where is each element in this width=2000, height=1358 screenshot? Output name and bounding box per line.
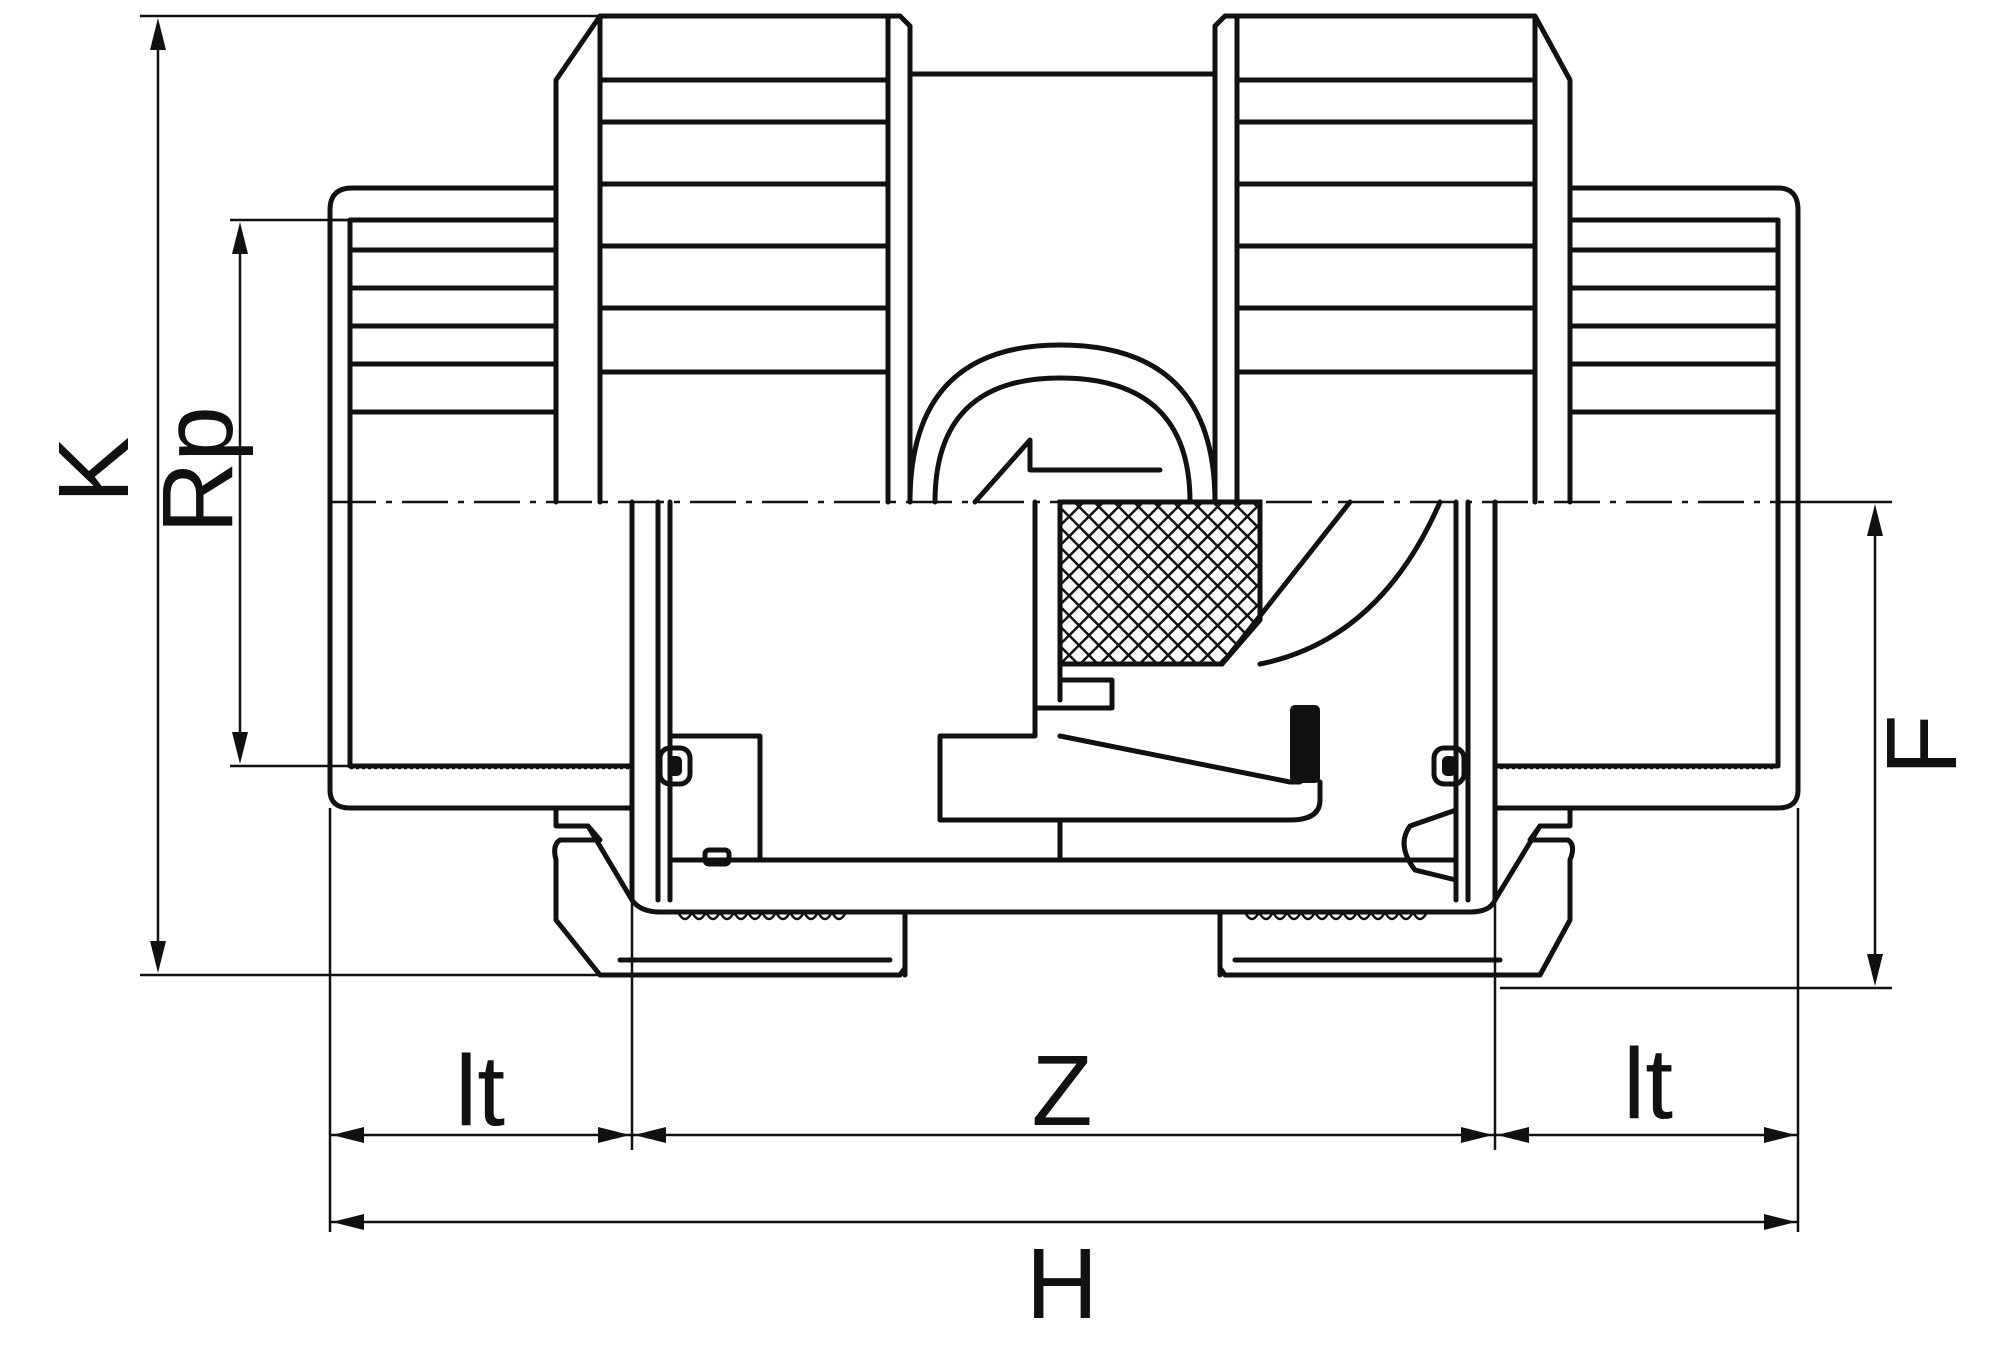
dimension-k bbox=[140, 14, 600, 977]
dimension-h bbox=[330, 1214, 1798, 1230]
valve-body-lower bbox=[629, 733, 1498, 978]
label-f: F bbox=[1866, 714, 1978, 775]
left-o-ring-core bbox=[668, 756, 682, 776]
right-o-ring bbox=[1431, 745, 1467, 787]
right-retainer bbox=[1401, 807, 1459, 883]
label-rp: Rp bbox=[142, 406, 254, 534]
dimension-rp bbox=[230, 218, 350, 768]
label-k: K bbox=[38, 437, 150, 504]
right-lower-nut bbox=[1217, 805, 1576, 978]
right-union-nut bbox=[1212, 13, 1573, 505]
small-seal bbox=[702, 847, 732, 867]
label-lt-right: lt bbox=[1623, 1028, 1673, 1140]
dimension-f bbox=[1500, 500, 1892, 990]
left-o-ring bbox=[657, 745, 693, 787]
dimension-lt-z-lt bbox=[330, 1127, 1798, 1143]
label-lt-left: lt bbox=[455, 1035, 505, 1147]
left-socket-lower bbox=[327, 499, 673, 903]
label-h: H bbox=[1026, 1228, 1098, 1340]
right-socket-lower bbox=[1453, 499, 1801, 903]
left-union-nut bbox=[553, 13, 913, 505]
right-o-ring-core bbox=[1442, 756, 1456, 776]
left-lower-nut bbox=[552, 805, 908, 978]
label-z: Z bbox=[1031, 1035, 1092, 1147]
left-end-connector bbox=[327, 185, 559, 505]
right-end-connector bbox=[1567, 185, 1801, 505]
spring-seal bbox=[1290, 705, 1320, 783]
valve-dome bbox=[907, 342, 1218, 505]
check-disc bbox=[937, 499, 1443, 863]
